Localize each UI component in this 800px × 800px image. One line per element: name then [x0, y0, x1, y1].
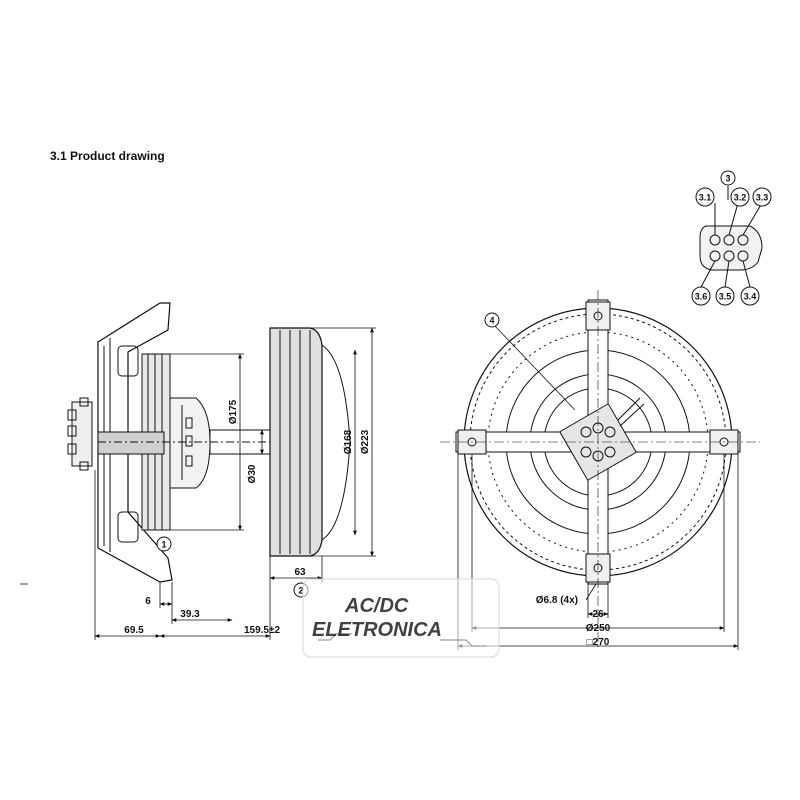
callout-3-label: 3 [725, 174, 730, 184]
dim-d250-label: Ø250 [586, 623, 611, 634]
dim-270-label: □270 [587, 637, 610, 648]
section-title: 3.1 Product drawing [50, 149, 165, 163]
callout-3-3-circle [752, 187, 772, 207]
impeller-side-view [269, 327, 351, 557]
callout-3-2-circle [730, 187, 750, 207]
dim-6-label: 6 [145, 596, 151, 607]
callout-3-circle [720, 170, 736, 186]
watermark-line2: ELETRONICA [312, 619, 442, 641]
dim-63-label: 63 [294, 567, 306, 578]
dim-39-3-label: 39.3 [180, 609, 200, 620]
callout-3-6-label: 3.6 [695, 292, 708, 302]
callout-circles [156, 170, 772, 598]
callout-4-label: 4 [489, 316, 494, 326]
front-view-dimension-lines [457, 325, 739, 650]
callout-3-4-circle [740, 286, 760, 306]
front-view-drawing [440, 290, 760, 650]
callout-2-label: 2 [298, 586, 303, 596]
callout-3-6-circle [691, 286, 711, 306]
callout-1-label: 1 [161, 540, 166, 550]
dim-69-5-label: 69.5 [124, 625, 144, 636]
callout-3-3-label: 3.3 [756, 193, 769, 203]
dim-d223-label: Ø223 [360, 429, 371, 454]
callout-3-5-label: 3.5 [719, 292, 732, 302]
callout-3-1-circle [695, 187, 715, 207]
dim-d30-label: Ø30 [247, 464, 258, 483]
dim-d175-label: Ø175 [228, 399, 239, 424]
side-view-drawing [67, 302, 273, 583]
side-view-dimension-lines [20, 327, 376, 640]
dim-6-8-label: Ø6.8 (4x) [536, 595, 578, 606]
watermark-line1: AC/DC [344, 595, 409, 617]
callout-3-1-label: 3.1 [699, 193, 712, 203]
connector-detail-drawing [699, 186, 763, 288]
callout-4-circle [484, 312, 500, 328]
callout-3-4-label: 3.4 [744, 292, 757, 302]
dim-d168-label: Ø168 [343, 429, 354, 454]
callout-1-circle [156, 536, 172, 552]
watermark-logo: AC/DC ELETRONICA [302, 578, 500, 658]
callout-3-5-circle [715, 286, 735, 306]
dim-26-label: 26 [592, 609, 604, 620]
dim-159-5-label: 159.5±2 [244, 625, 281, 636]
callout-3-2-label: 3.2 [734, 193, 747, 203]
